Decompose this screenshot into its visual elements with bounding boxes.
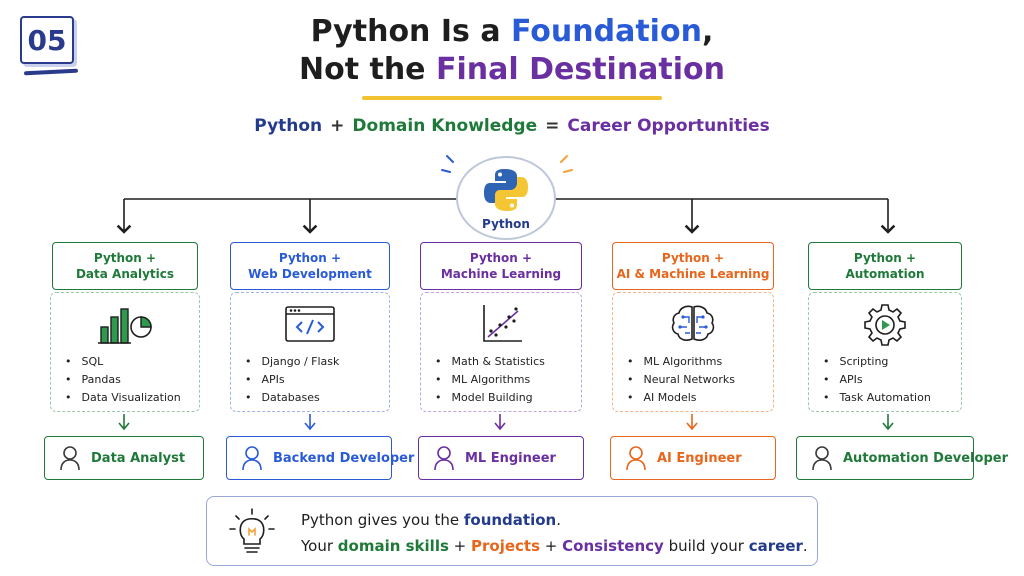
page-title-line-1: Python Is a Foundation, — [200, 14, 824, 49]
skills-box-web-development: Django / Flask APIs Databases — [230, 292, 390, 412]
footer-text: + — [448, 537, 471, 555]
equation-python: Python — [254, 116, 323, 136]
skill-item: AI Models — [627, 389, 735, 407]
title-line-1-punct: , — [701, 14, 714, 49]
track-header-line-2: Automation — [845, 267, 925, 281]
skills-list: Scripting APIs Task Automation — [823, 353, 931, 407]
role-label: ML Engineer — [465, 450, 556, 466]
skills-box-automation: Scripting APIs Task Automation — [808, 292, 962, 412]
skill-item: SQL — [65, 353, 181, 371]
footer-text: + — [540, 537, 563, 555]
skill-item: APIs — [245, 371, 339, 389]
scatter-plot-icon — [483, 305, 522, 342]
python-logo-icon — [484, 169, 528, 211]
code-window-icon — [285, 306, 335, 342]
person-icon — [242, 446, 262, 471]
footer-callout: Python gives you the foundation. Your do… — [206, 496, 818, 566]
title-highlight-foundation: Foundation — [511, 14, 702, 49]
role-data-analyst: Data Analyst — [44, 436, 204, 480]
track-header-line-2: Machine Learning — [440, 267, 562, 281]
role-backend-developer: Backend Developer — [226, 436, 414, 480]
footer-line-2: Your domain skills + Projects + Consiste… — [301, 537, 808, 555]
skill-item: ML Algorithms — [435, 371, 545, 389]
skill-to-role-arrows — [118, 414, 894, 431]
equation-career-opportunities: Career Opportunities — [567, 116, 770, 136]
skill-item: Model Building — [435, 389, 545, 407]
track-header-line-1: Python + — [853, 251, 917, 265]
role-label: Data Analyst — [91, 450, 186, 466]
track-header-machine-learning: Python + Machine Learning — [420, 242, 582, 290]
gear-play-icon — [864, 304, 906, 346]
skill-item: ML Algorithms — [627, 353, 735, 371]
equation-domain-knowledge: Domain Knowledge — [352, 116, 538, 136]
footer-highlight-projects: Projects — [471, 537, 541, 555]
track-header-line-2: AI & Machine Learning — [616, 267, 770, 281]
title-underline — [362, 96, 662, 100]
skill-item: Data Visualization — [65, 389, 181, 407]
track-header-line-2: Web Development — [248, 267, 372, 281]
skills-list: Math & Statistics ML Algorithms Model Bu… — [435, 353, 545, 407]
python-hub: Python — [456, 156, 556, 240]
title-line-2-text: Not the — [298, 52, 436, 87]
track-header-ai-machine-learning: Python + AI & Machine Learning — [612, 242, 774, 290]
track-header-web-development: Python + Web Development — [230, 242, 390, 290]
footer-text: . — [802, 537, 808, 555]
title-line-1-text: Python Is a — [310, 14, 512, 49]
footer-text: . — [556, 511, 561, 529]
track-header-data-analytics: Python + Data Analytics — [52, 242, 198, 290]
spark-marks — [441, 155, 573, 173]
footer-line-1: Python gives you the foundation. — [301, 511, 561, 529]
track-header-line-2: Data Analytics — [75, 267, 175, 281]
role-label: Automation Developer — [843, 450, 1008, 466]
skill-item: Databases — [245, 389, 339, 407]
track-header-line-1: Python + — [661, 251, 725, 265]
bar-chart-icon — [98, 308, 152, 344]
person-icon — [812, 446, 832, 471]
skill-item: Task Automation — [823, 389, 931, 407]
person-icon — [60, 446, 80, 471]
lightbulb-icon — [229, 508, 275, 553]
role-label: AI Engineer — [657, 450, 742, 466]
track-header-line-1: Python + — [93, 251, 157, 265]
brain-circuit-icon — [671, 305, 715, 341]
footer-text: build your — [663, 537, 749, 555]
footer-highlight-domain-skills: domain skills — [337, 537, 449, 555]
skills-list: Django / Flask APIs Databases — [245, 353, 340, 407]
skills-box-machine-learning: Math & Statistics ML Algorithms Model Bu… — [420, 292, 582, 412]
skill-item: APIs — [823, 371, 931, 389]
person-icon — [626, 446, 646, 471]
role-ml-engineer: ML Engineer — [418, 436, 584, 480]
skills-list: ML Algorithms Neural Networks AI Models — [627, 353, 735, 407]
person-icon — [434, 446, 454, 471]
skill-item: Math & Statistics — [435, 353, 545, 371]
footer-highlight-career: career — [748, 537, 803, 555]
track-header-automation: Python + Automation — [808, 242, 962, 290]
skill-item: Pandas — [65, 371, 181, 389]
footer-text: Your — [301, 537, 338, 555]
page-title-line-2: Not the Final Destination — [200, 52, 824, 87]
role-ai-engineer: AI Engineer — [610, 436, 776, 480]
role-label: Backend Developer — [273, 450, 415, 466]
skills-box-ai-machine-learning: ML Algorithms Neural Networks AI Models — [612, 292, 774, 412]
skills-list: SQL Pandas Data Visualization — [65, 353, 181, 407]
equation: Python + Domain Knowledge = Career Opportuni… — [150, 116, 874, 136]
python-hub-label: Python — [482, 217, 530, 231]
skill-item: Neural Networks — [627, 371, 735, 389]
equation-plus: + — [330, 116, 345, 136]
footer-highlight-foundation: foundation — [463, 511, 557, 529]
title-highlight-final-destination: Final Destination — [435, 52, 726, 87]
step-number-badge: 05 — [20, 16, 74, 64]
equation-equals: = — [545, 116, 560, 136]
skills-box-data-analytics: SQL Pandas Data Visualization — [50, 292, 200, 412]
track-header-line-1: Python + — [469, 251, 533, 265]
role-automation-developer: Automation Developer — [796, 436, 1008, 480]
track-header-line-1: Python + — [278, 251, 342, 265]
skill-item: Django / Flask — [245, 353, 340, 371]
footer-text: Python gives you the — [301, 511, 464, 529]
skill-item: Scripting — [823, 353, 931, 371]
footer-highlight-consistency: Consistency — [562, 537, 664, 555]
